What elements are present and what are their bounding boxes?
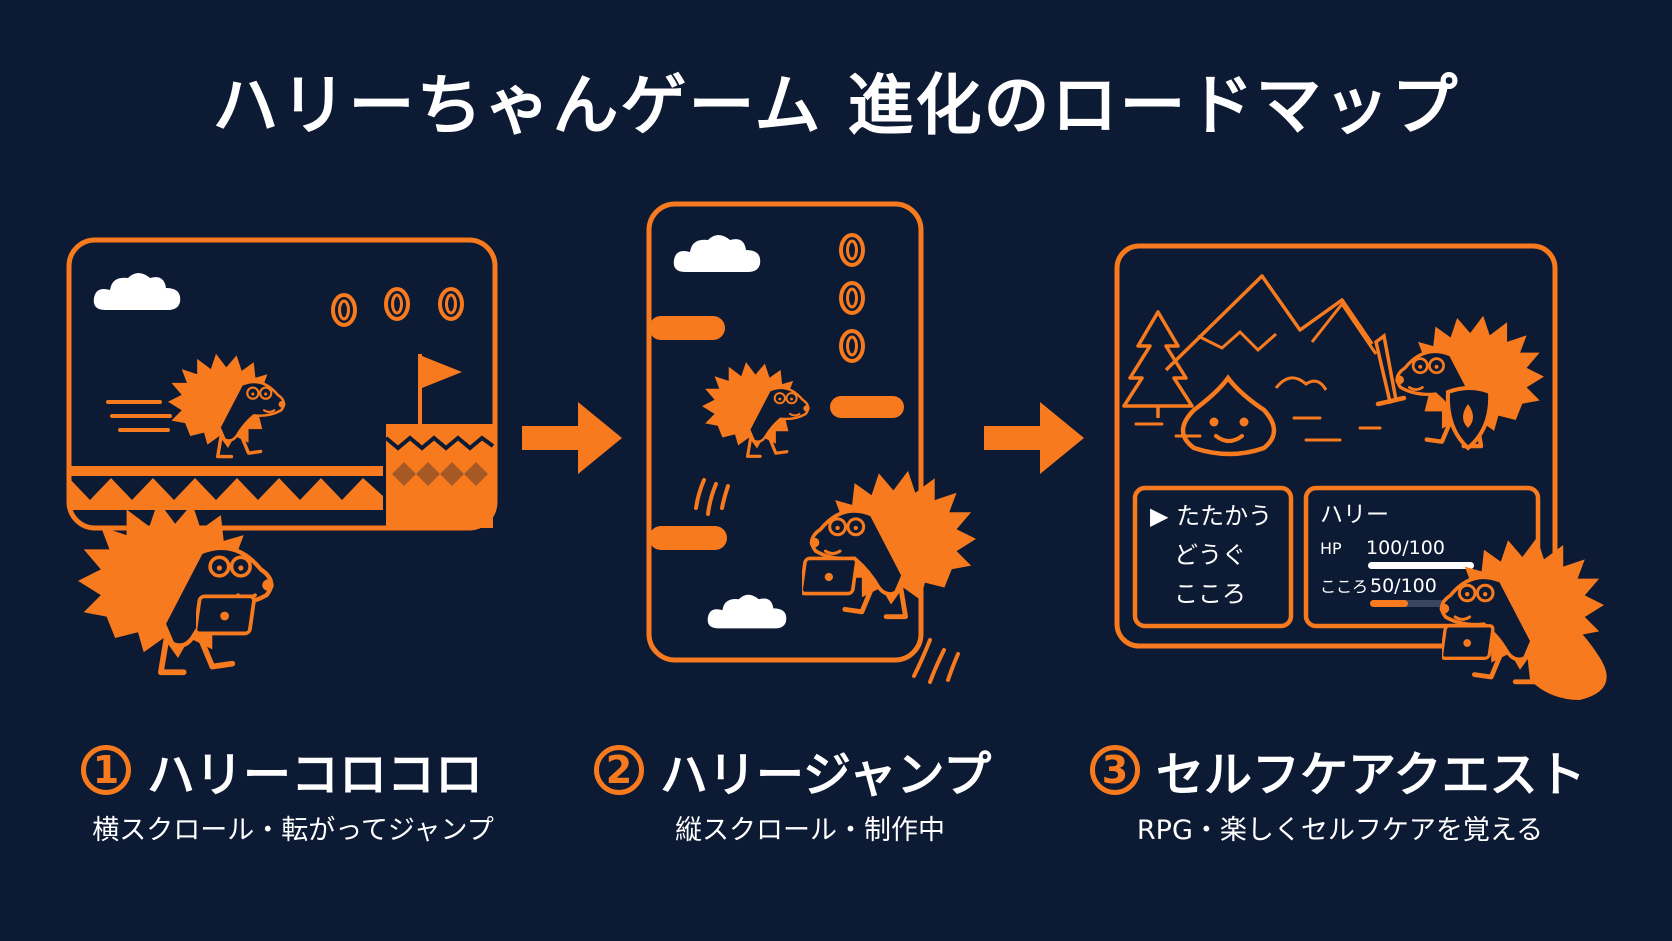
- tablet-icon: [1442, 624, 1496, 660]
- shield-icon: [1445, 386, 1493, 451]
- hp-value: 100/100: [1366, 537, 1445, 559]
- coin-icon: [438, 287, 464, 321]
- hedgehog-icon: [168, 351, 288, 459]
- cloud-icon: [673, 235, 761, 272]
- hp-bar-fill: [1368, 562, 1474, 569]
- stage-2-mascot: [802, 471, 976, 684]
- mind-value: 50/100: [1370, 575, 1437, 597]
- stage-name-1: ハリーコロコロ: [147, 747, 484, 803]
- stage-1-title: 1 ハリーコロコロ: [81, 735, 483, 805]
- stage-description-1: 横スクロール・転がってジャンプ: [92, 815, 494, 846]
- hedgehog-icon: [702, 360, 812, 458]
- stage-2-title: 2 ハリージャンプ: [594, 735, 991, 805]
- menu-item-fight[interactable]: ▶ たたかう: [1150, 502, 1272, 530]
- cloud-icon: [93, 273, 181, 310]
- stage-description-2: 縦スクロール・制作中: [675, 815, 945, 846]
- arrow-right-icon: [984, 402, 1084, 474]
- coin-icon: [839, 329, 865, 363]
- sword-icon: [1374, 332, 1407, 407]
- coin-icon: [331, 293, 357, 327]
- arrow-right-icon: [522, 402, 622, 474]
- coin-icon: [839, 233, 865, 267]
- stage-name-3: セルフケアクエスト: [1156, 747, 1586, 803]
- mind-label: こころ: [1320, 577, 1368, 596]
- menu-item-items[interactable]: どうぐ: [1174, 541, 1246, 569]
- rpg-command-menu: ▶ たたかう どうぐ こころ: [1132, 485, 1294, 629]
- cloud-icon: [707, 594, 787, 629]
- page-title: ハリーちゃんゲーム 進化のロードマップ: [212, 67, 1460, 144]
- hp-label: HP: [1320, 539, 1342, 558]
- stage-3-mascot: [1440, 538, 1607, 700]
- menu-item-mind[interactable]: こころ: [1174, 580, 1246, 608]
- stage-description-3: RPG・楽しくセルフケアを覚える: [1136, 815, 1544, 846]
- stage-number-3: 3: [1090, 745, 1140, 795]
- slime-icon: [1180, 374, 1277, 457]
- coin-icon: [384, 287, 410, 321]
- goal-flag-icon: [418, 354, 462, 424]
- stage-3-title: 3 セルフケアクエスト: [1090, 735, 1586, 805]
- status-character-name: ハリー: [1320, 502, 1389, 528]
- stage-2-scene: [646, 201, 924, 663]
- pine-tree-icon: [1122, 310, 1194, 418]
- tablet-icon: [196, 594, 257, 636]
- mind-bar-fill: [1370, 600, 1408, 607]
- coin-icon: [839, 281, 865, 315]
- stage-1-scene: [66, 237, 498, 531]
- stage-name-2: ハリージャンプ: [660, 747, 992, 803]
- tablet-icon: [802, 556, 860, 596]
- mountain-icon: [1164, 274, 1378, 372]
- stage-number-2: 2: [594, 745, 644, 795]
- stage-number-1: 1: [81, 745, 131, 795]
